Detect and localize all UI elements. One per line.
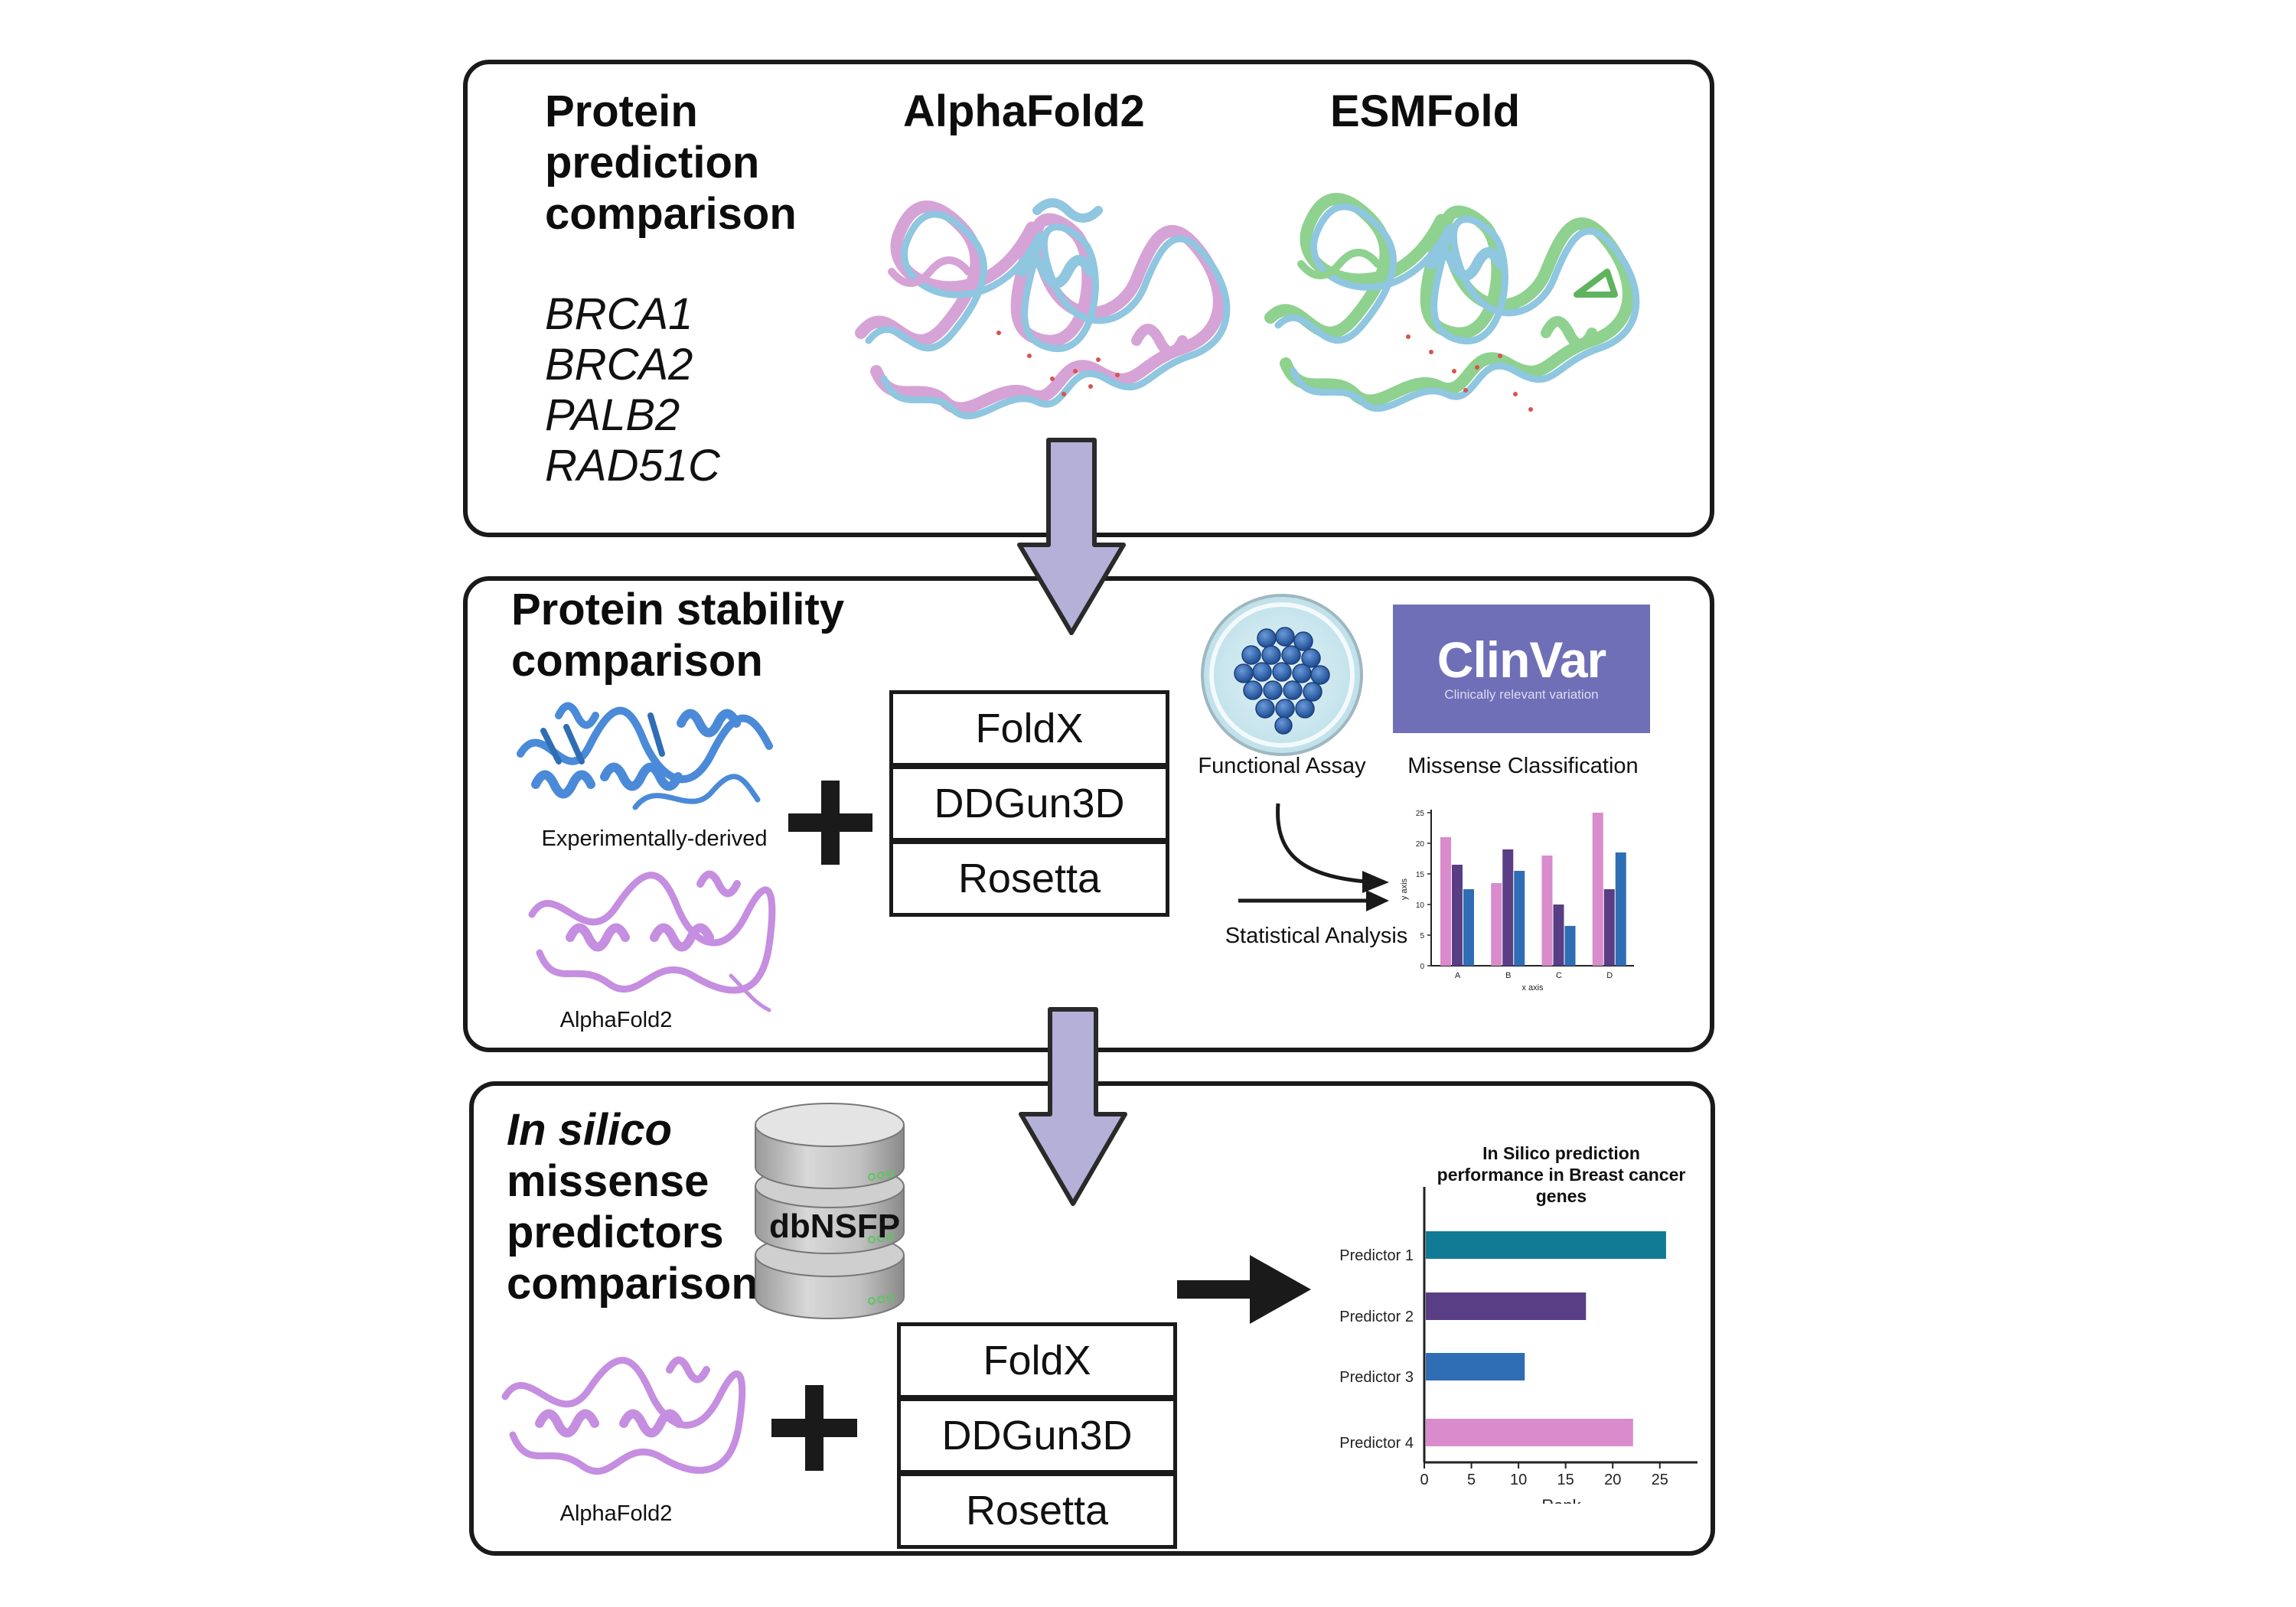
esmfold-structure-image [1264,193,1640,412]
mini-chart-bar [1603,889,1615,966]
mini-chart-bar [1553,905,1564,966]
mini-chart-bar [1592,813,1603,966]
chart-bar [1426,1419,1633,1446]
panel1-title-line: comparison [545,189,797,239]
right-arrow [1177,1255,1311,1324]
panel3-title-italic: In silico [507,1105,672,1155]
panel2-title-line: Protein stability [511,585,845,634]
gene-name: RAD51C [545,441,720,491]
panel2-title-line: comparison [511,636,763,686]
dbnsfp-label: dbNSFP [769,1208,901,1245]
tool-rosetta: Rosetta [897,1472,1177,1549]
chart-x-tick-label: 0 [1420,1472,1428,1488]
panel3-title-line: predictors [507,1208,724,1257]
alphafold2-structure-image-p2 [528,870,776,1012]
tool-rosetta: Rosetta [889,840,1169,917]
panel2-title: Protein stability comparison [511,584,844,686]
mini-chart-bar [1564,926,1576,966]
mini-chart-category-label: D [1606,971,1613,980]
chart-x-tick-label: 5 [1467,1472,1476,1488]
chart-bar [1426,1231,1666,1259]
alphafold2-label-p3: AlphaFold2 [559,1501,673,1526]
alphafold2-heading: AlphaFold2 [903,86,1145,136]
mini-chart-category-label: B [1505,971,1511,980]
petri-dish-icon [1201,594,1363,756]
gene-list: BRCA1 BRCA2 PALB2 RAD51C [545,289,720,491]
mini-chart-category-label: C [1556,971,1562,980]
mini-chart-x-label: x axis [1521,983,1544,993]
plus-icon [771,1385,857,1471]
alphafold2-structure-image-p3 [501,1356,746,1475]
mini-chart-bar [1463,889,1474,966]
clinvar-logo-text: ClinVar [1437,631,1606,688]
panel3-title-line: comparison [507,1259,758,1309]
mini-chart-bar [1541,856,1553,966]
stability-tools: FoldX DDGun3D Rosetta [889,690,1169,917]
chart-category-label: Predictor 1 [1339,1247,1414,1264]
mini-chart-bar [1440,837,1451,966]
tool-foldx: FoldX [897,1322,1177,1399]
down-arrow-2 [1019,1007,1127,1206]
chart-x-tick-label: 25 [1652,1472,1668,1488]
panel3-title-line: missense [507,1156,709,1206]
mini-chart-bar [1615,852,1626,966]
mini-chart-y-tick-label: 10 [1416,901,1425,910]
mini-chart-y-label: y axis [1400,878,1409,900]
functional-assay-label: Functional Assay [1198,754,1366,778]
mini-chart-y-tick-label: 15 [1416,871,1425,879]
plus-icon [788,781,872,865]
chart-x-tick-label: 10 [1510,1472,1527,1488]
chart-category-label: Predictor 2 [1339,1309,1414,1325]
analysis-arrows [1238,803,1389,911]
alphafold2-structure-image [855,198,1231,419]
mini-bar-chart: 0 5 10 15 20 25A B C Dx axis y axis [1400,810,1634,993]
database-icon [755,1103,905,1319]
clinvar-tagline: Clinically relevant variation [1444,687,1599,702]
chart-bar [1426,1353,1525,1380]
chart-x-tick-label: 20 [1604,1472,1621,1488]
mini-chart-y-tick-label: 5 [1420,932,1424,940]
gene-name: BRCA1 [545,289,693,339]
statistical-analysis-label: Statistical Analysis [1225,924,1408,948]
panel1-title-line: Protein [545,86,698,136]
mini-chart-bar [1514,871,1525,966]
chart-category-label: Predictor 4 [1339,1435,1414,1452]
mini-chart-category-label: A [1455,971,1461,980]
chart-bar [1426,1292,1587,1320]
panel3-title: In silico missense predictors comparison [507,1104,758,1309]
mini-chart-bar [1452,865,1463,966]
esmfold-heading: ESMFold [1330,86,1521,136]
panel1-title: Protein prediction comparison [545,86,797,240]
predictor-tools: FoldX DDGun3D Rosetta [897,1322,1177,1549]
tool-ddgun3d: DDGun3D [889,765,1169,842]
mini-chart-y-tick-label: 25 [1416,810,1425,818]
mini-chart-bar [1491,883,1502,966]
mini-chart-y-tick-label: 0 [1420,963,1424,971]
tool-ddgun3d: DDGun3D [897,1397,1177,1474]
down-arrow-1 [1017,438,1126,635]
experimental-structure-image [517,702,773,810]
mini-chart-y-tick-label: 20 [1416,840,1425,849]
experimental-label: Experimentally-derived [541,826,768,851]
panel1-title-line: prediction [545,138,760,187]
clinvar-logo: ClinVar Clinically relevant variation [1393,605,1650,733]
chart-x-tick-label: 15 [1557,1472,1574,1488]
chart-x-label: Rank [1541,1496,1581,1504]
missense-classification-label: Missense Classification [1407,754,1639,778]
tool-foldx: FoldX [889,690,1169,767]
alphafold2-label-p2: AlphaFold2 [559,1008,673,1032]
gene-name: BRCA2 [545,340,693,390]
mini-chart-bar [1502,849,1514,966]
chart-category-label: Predictor 3 [1339,1369,1414,1386]
gene-name: PALB2 [545,390,680,440]
